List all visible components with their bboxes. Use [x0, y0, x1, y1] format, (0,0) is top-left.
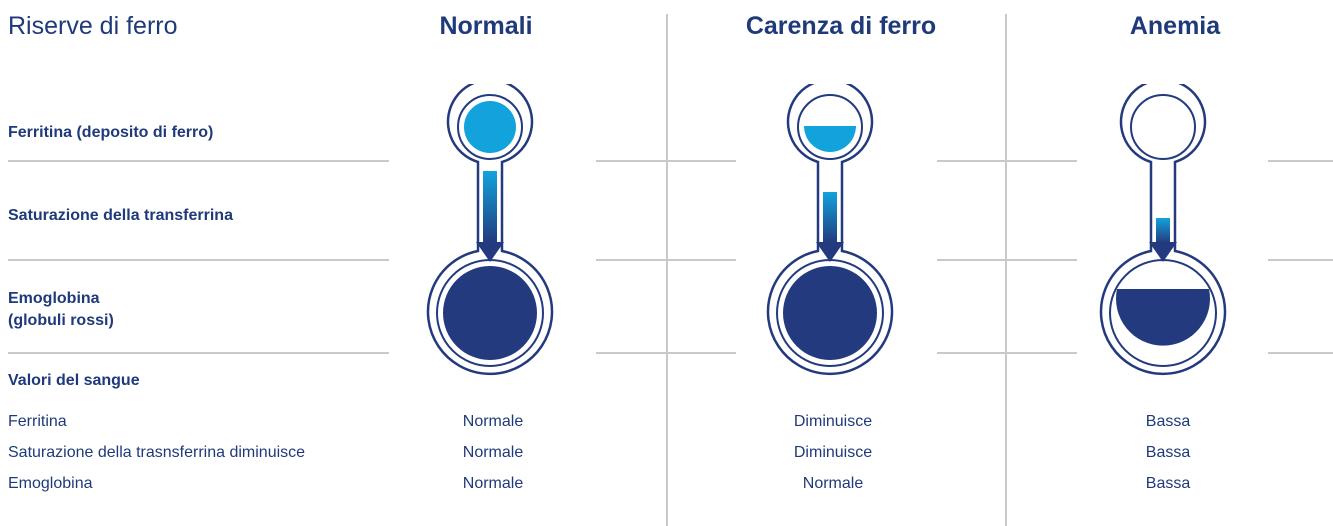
value-normali-emoglobina: Normale	[462, 475, 524, 492]
row-divider	[1268, 259, 1333, 261]
value-carenza-emoglobina: Normale	[802, 475, 864, 492]
blood-value-label-ferritina: Ferritina	[8, 413, 67, 430]
row-label-emoglobina-line2: (globuli rossi)	[8, 312, 114, 329]
row-divider	[8, 160, 389, 162]
diagram-title: Riserve di ferro	[8, 12, 178, 40]
row-label-emoglobina-line1: Emoglobina	[8, 290, 100, 307]
column-divider	[666, 14, 668, 526]
iron-reserve-anemia-icon	[1099, 84, 1227, 376]
row-divider	[1268, 160, 1333, 162]
row-label-emoglobina: Emoglobina (globuli rossi)	[8, 288, 114, 332]
blood-value-label-saturazione: Saturazione della trasnsferrina diminuis…	[8, 444, 306, 461]
value-normali-ferritina: Normale	[462, 413, 524, 430]
row-divider	[937, 352, 1077, 354]
iron-reserve-normal-icon	[426, 84, 554, 376]
row-divider	[596, 352, 736, 354]
row-divider	[596, 259, 736, 261]
column-header-anemia: Anemia	[1129, 12, 1221, 40]
blood-values-heading: Valori del sangue	[8, 372, 140, 389]
value-carenza-ferritina: Diminuisce	[793, 413, 873, 430]
value-anemia-saturazione: Bassa	[1145, 444, 1191, 461]
value-normali-saturazione: Normale	[462, 444, 524, 461]
column-divider	[1005, 14, 1007, 526]
row-divider	[8, 352, 389, 354]
row-divider	[1268, 352, 1333, 354]
value-anemia-ferritina: Bassa	[1145, 413, 1191, 430]
row-divider	[8, 259, 389, 261]
row-label-saturazione: Saturazione della transferrina	[8, 207, 233, 224]
column-header-normali: Normali	[439, 12, 533, 40]
row-label-ferritina: Ferritina (deposito di ferro)	[8, 124, 214, 141]
row-divider	[596, 160, 736, 162]
column-header-carenza: Carenza di ferro	[745, 12, 937, 40]
value-carenza-saturazione: Diminuisce	[793, 444, 873, 461]
iron-reserve-deficiency-icon	[766, 84, 894, 376]
row-divider	[937, 160, 1077, 162]
blood-value-label-emoglobina: Emoglobina	[8, 475, 93, 492]
value-anemia-emoglobina: Bassa	[1145, 475, 1191, 492]
row-divider	[937, 259, 1077, 261]
